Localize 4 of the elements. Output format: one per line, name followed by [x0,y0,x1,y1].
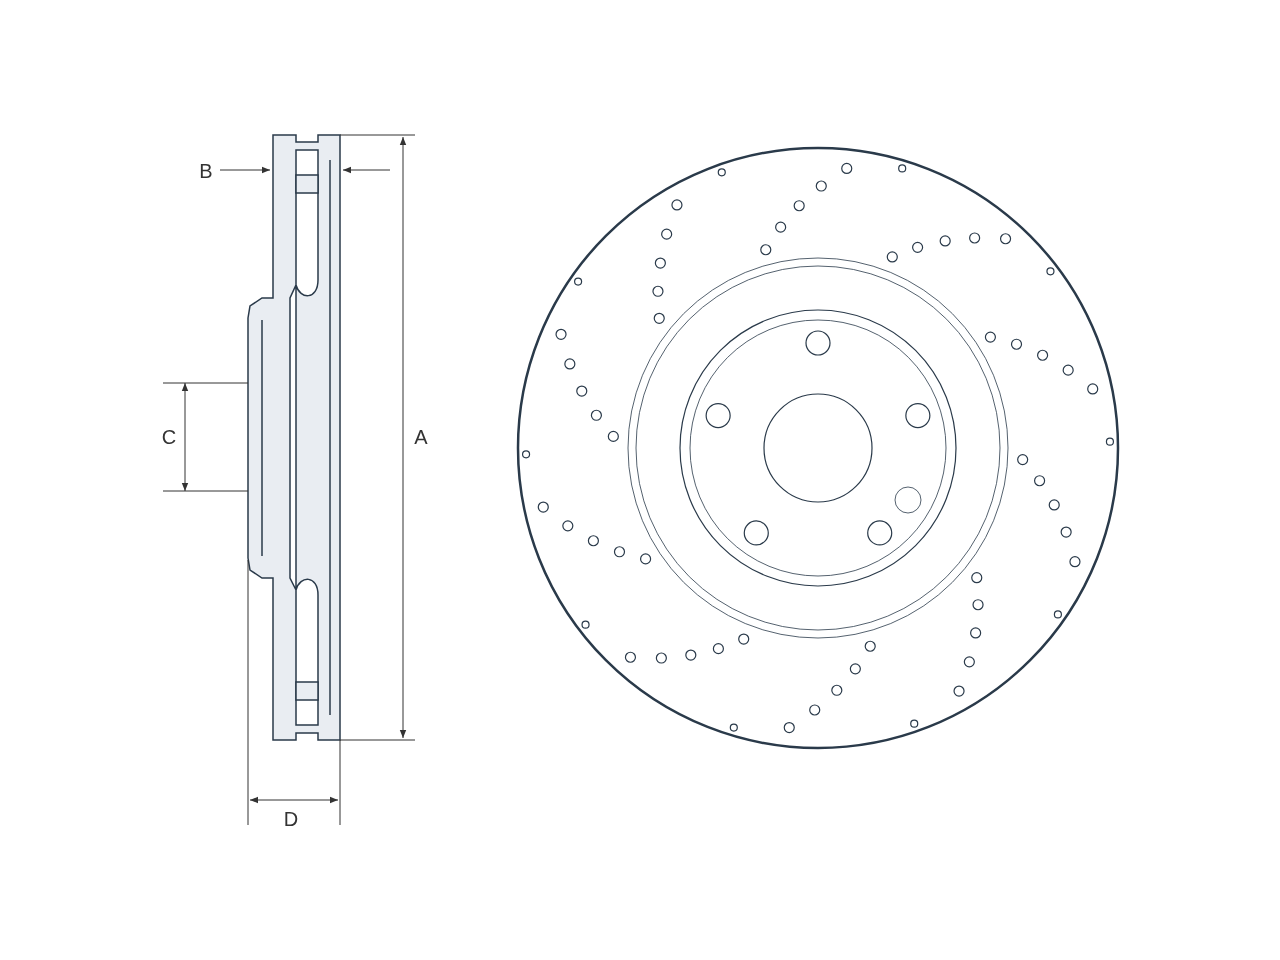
dimension-label: B [199,161,213,181]
dimension-label: D [283,809,299,829]
dimension-label: A [414,427,428,447]
dimension-label: C [161,427,177,447]
